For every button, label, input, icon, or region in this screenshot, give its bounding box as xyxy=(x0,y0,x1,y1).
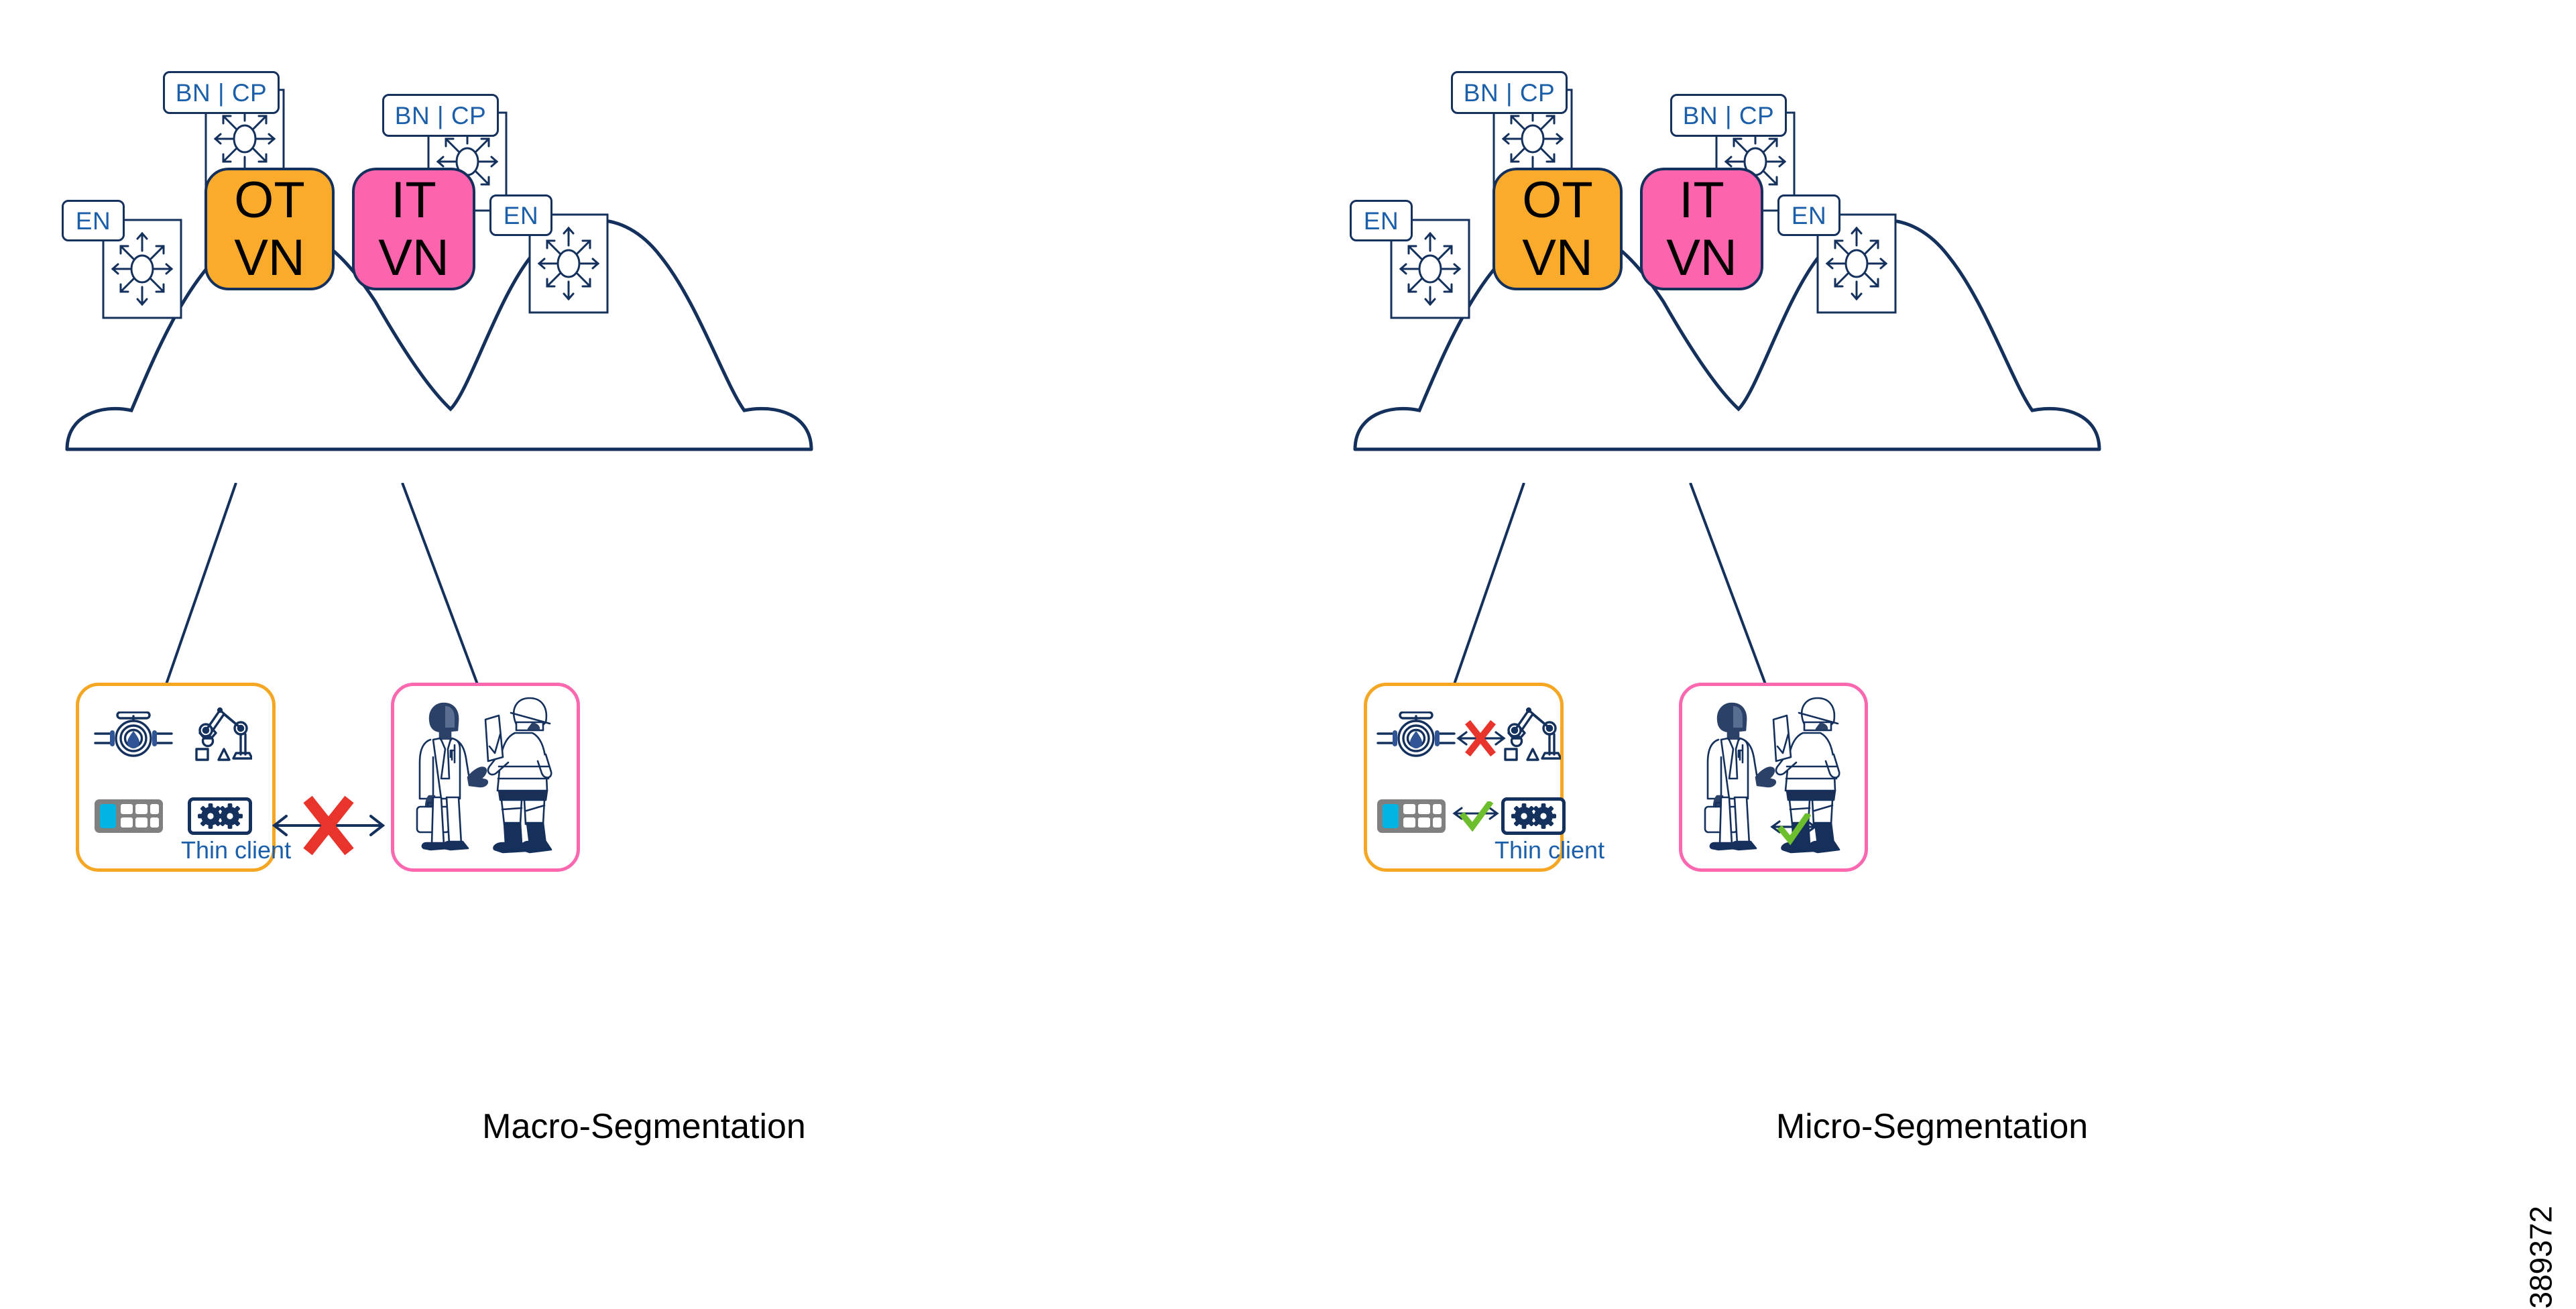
macro-segmentation-panel: BN | CP BN | CP xyxy=(0,0,1288,1270)
robot-arm-icon xyxy=(188,706,252,766)
it-zone-panel[interactable] xyxy=(1679,683,1868,872)
ot-vn-line2: VN xyxy=(234,229,305,286)
router-icon[interactable] xyxy=(1816,213,1897,314)
thin-client-label: Thin client xyxy=(1495,836,1605,864)
it-zone-panel[interactable] xyxy=(391,683,580,872)
ot-zone-panel[interactable]: Thin client xyxy=(1364,683,1604,872)
node-label-bncp-right[interactable]: BN | CP xyxy=(382,94,499,137)
ot-zone-panel[interactable]: Thin client xyxy=(76,683,291,872)
it-vn-box[interactable]: IT VN xyxy=(1640,168,1763,290)
ot-it-cross-link xyxy=(265,786,392,865)
ot-vn-line1: OT xyxy=(1522,172,1593,229)
node-label-bncp-left[interactable]: BN | CP xyxy=(1451,71,1568,114)
micro-segmentation-panel: BN | CP BN | CP xyxy=(1288,0,2576,1270)
people-link xyxy=(1768,813,1819,847)
it-vn-box[interactable]: IT VN xyxy=(352,168,475,290)
micro-caption: Micro-Segmentation xyxy=(1775,1107,2089,1146)
hardhat-worker-icon xyxy=(476,693,558,859)
it-vn-line1: IT xyxy=(391,172,436,229)
ot-vn-box[interactable]: OT VN xyxy=(204,168,335,290)
hmi-panel-icon xyxy=(1377,799,1446,834)
vn-zone-connectors xyxy=(165,483,479,685)
node-label-en-left[interactable]: EN xyxy=(62,200,125,241)
gears-screen-icon xyxy=(1501,797,1566,835)
businessman-icon xyxy=(1698,698,1780,858)
macro-caption: Macro-Segmentation xyxy=(482,1107,806,1146)
it-vn-line2: VN xyxy=(1666,229,1737,286)
hmi-thinclient-link xyxy=(1450,801,1501,835)
ot-vn-line2: VN xyxy=(1522,229,1593,286)
valve-flow-icon xyxy=(1377,712,1456,765)
robot-arm-icon xyxy=(1497,706,1561,766)
valve-robot-link xyxy=(1453,716,1509,761)
vn-zone-connectors xyxy=(1453,483,1767,685)
node-label-en-right[interactable]: EN xyxy=(1777,194,1840,236)
it-vn-line1: IT xyxy=(1679,172,1724,229)
businessman-icon xyxy=(410,698,492,858)
node-label-en-right[interactable]: EN xyxy=(489,194,552,236)
node-label-bncp-right[interactable]: BN | CP xyxy=(1670,94,1787,137)
valve-flow-icon xyxy=(94,712,173,765)
network-fabric-cloud xyxy=(65,218,813,451)
it-vn-line2: VN xyxy=(378,229,449,286)
hmi-panel-icon xyxy=(94,799,164,834)
gears-screen-icon xyxy=(188,797,252,835)
thin-client-label: Thin client xyxy=(181,836,292,864)
node-label-en-left[interactable]: EN xyxy=(1350,200,1413,241)
network-fabric-cloud xyxy=(1353,218,2101,451)
hardhat-worker-icon xyxy=(1764,693,1846,859)
figure-number: 389372 xyxy=(2523,1206,2558,1309)
node-label-bncp-left[interactable]: BN | CP xyxy=(163,71,280,114)
ot-vn-box[interactable]: OT VN xyxy=(1492,168,1623,290)
ot-vn-line1: OT xyxy=(234,172,305,229)
